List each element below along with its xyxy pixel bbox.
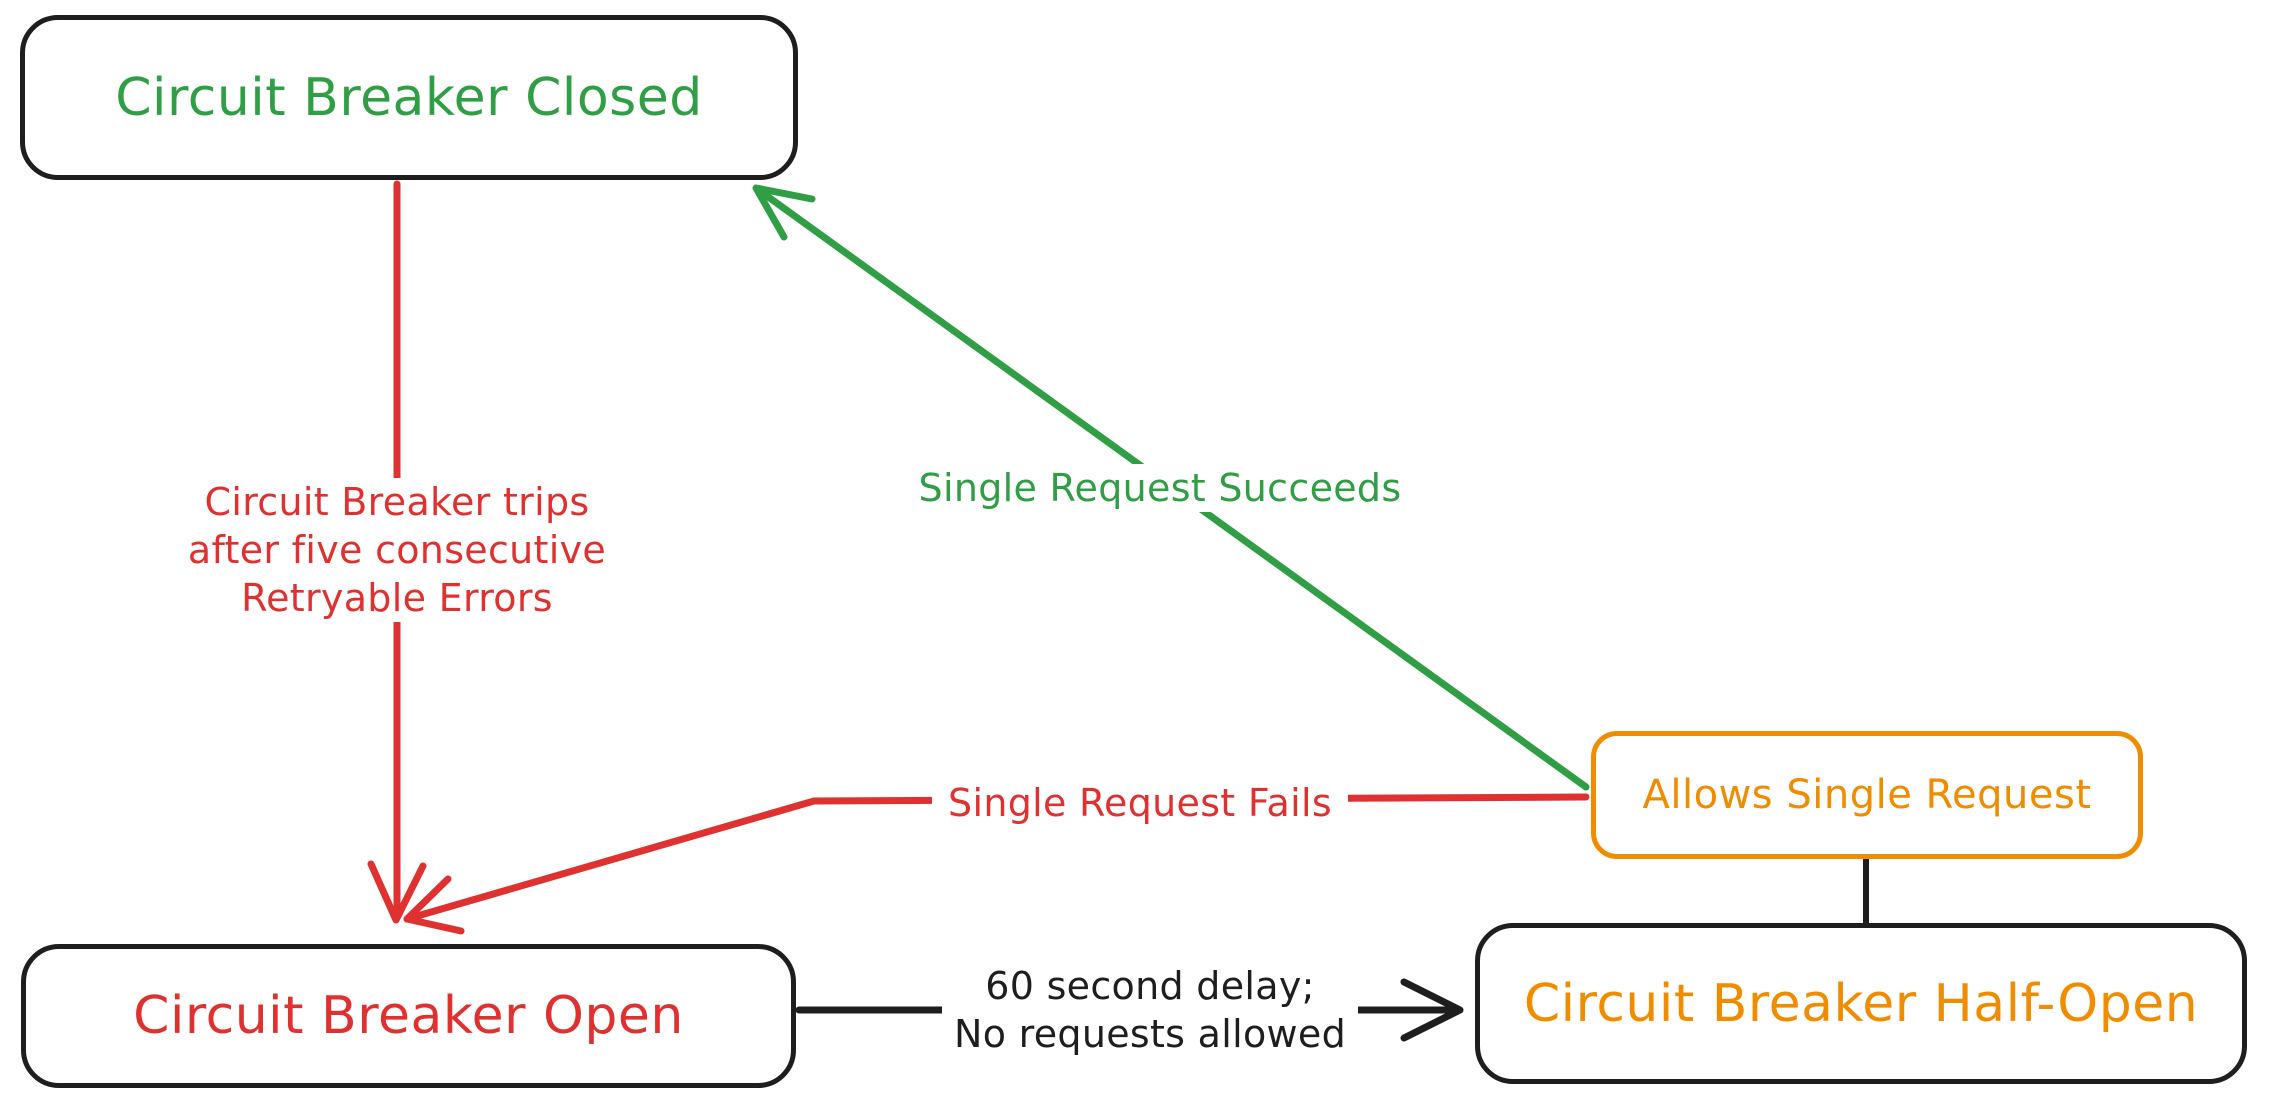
trip-arrowhead xyxy=(367,860,427,924)
edge-label-delay-line-2: No requests allowed xyxy=(953,1012,1346,1056)
edge-label-delay-line-1: 60 second delay; xyxy=(985,964,1315,1008)
node-circuit-breaker-open-label: Circuit Breaker Open xyxy=(133,986,684,1046)
node-circuit-breaker-closed-label: Circuit Breaker Closed xyxy=(115,67,703,128)
edge-label-trip-line-2: after five consecutive xyxy=(187,528,607,572)
edge-label-delay: 60 second delay; No requests allowed xyxy=(942,962,1358,1058)
node-circuit-breaker-half-open: Circuit Breaker Half-Open xyxy=(1475,923,2247,1084)
node-circuit-breaker-closed: Circuit Breaker Closed xyxy=(20,15,798,180)
node-circuit-breaker-half-open-label: Circuit Breaker Half-Open xyxy=(1523,973,2199,1034)
edge-label-trip: Circuit Breaker trips after five consecu… xyxy=(157,478,637,622)
node-allows-single-request-label: Allows Single Request xyxy=(1642,772,2092,818)
edge-label-single-request-fails: Single Request Fails xyxy=(932,779,1348,827)
node-circuit-breaker-open: Circuit Breaker Open xyxy=(21,944,796,1088)
fails-arrowhead xyxy=(403,875,465,935)
edge-label-trip-line-1: Circuit Breaker trips xyxy=(204,480,590,524)
succeeds-arrowhead xyxy=(752,184,816,241)
node-allows-single-request: Allows Single Request xyxy=(1591,731,2143,859)
delay-arrowhead xyxy=(1400,978,1464,1042)
edge-label-single-request-succeeds: Single Request Succeeds xyxy=(910,464,1410,512)
edge-label-trip-line-3: Retryable Errors xyxy=(241,576,553,620)
